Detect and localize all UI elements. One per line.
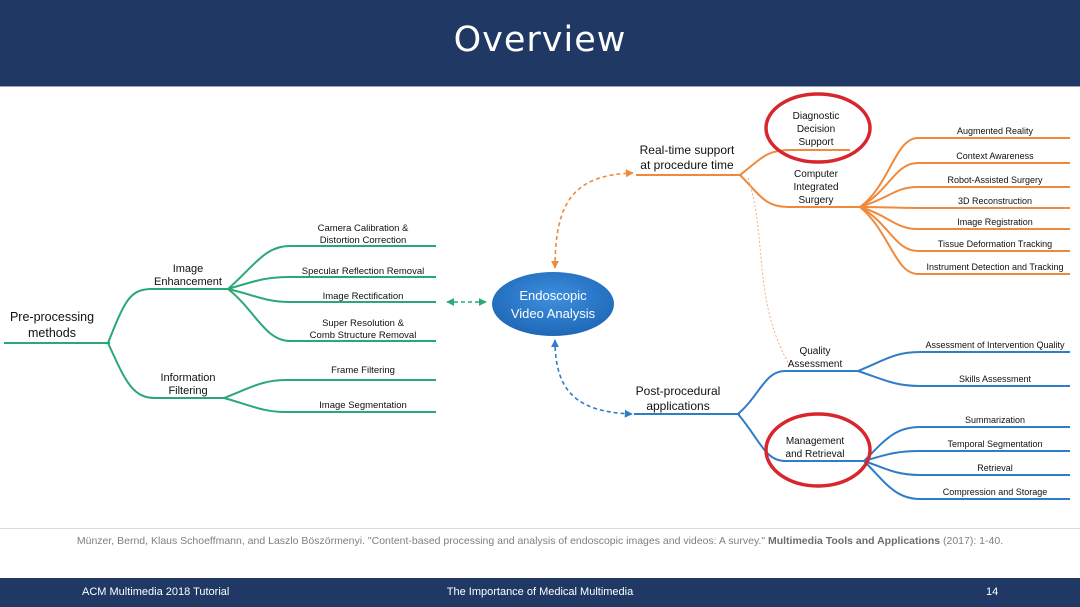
label-information-filtering-l2: Filtering xyxy=(168,385,207,397)
label-management-l1: Management xyxy=(786,436,845,447)
curve-leaf-robot xyxy=(859,186,919,208)
curve-to-quality xyxy=(737,370,786,415)
curve-leaf-retrieval xyxy=(863,460,921,476)
curve-to-management xyxy=(737,413,786,462)
curve-leaf-rectification xyxy=(227,288,291,303)
label-diagnostic-l1: Diagnostic xyxy=(793,111,840,122)
leaf-summarization: Summarization xyxy=(965,415,1025,425)
leaf-frame-filtering: Frame Filtering xyxy=(331,365,395,376)
label-postprocedural-l2: applications xyxy=(646,399,709,413)
leaf-superres-l2: Comb Structure Removal xyxy=(310,330,417,341)
leaf-image-registration: Image Registration xyxy=(957,217,1033,227)
right-bottom-branch-lines xyxy=(634,351,1070,500)
center-node-l2: Video Analysis xyxy=(511,306,596,321)
label-quality-l2: Assessment xyxy=(788,359,843,370)
label-preprocessing-l1: Pre-processing xyxy=(10,310,94,324)
leaf-rectification: Image Rectification xyxy=(323,291,404,302)
curve-leaf-frame xyxy=(223,379,287,399)
center-node-l1: Endoscopic xyxy=(519,288,587,303)
leaf-camera-l2: Distortion Correction xyxy=(320,235,407,246)
dashed-arrow-top xyxy=(551,169,634,269)
footer-left: ACM Multimedia 2018 Tutorial xyxy=(82,586,230,598)
label-preprocessing-l2: methods xyxy=(28,326,76,340)
curve-leaf-superres xyxy=(227,288,291,342)
citation-authors: Münzer, Bernd, Klaus Schoeffmann, and La… xyxy=(76,535,768,547)
highlight-circle-management xyxy=(764,412,872,488)
dotted-link-realtime-quality xyxy=(747,177,791,367)
leaf-camera-l1: Camera Calibration & xyxy=(318,223,409,234)
right-bottom-labels: Post-procedural applications Quality Ass… xyxy=(636,340,1065,497)
label-information-filtering-l1: Information xyxy=(160,372,215,384)
curve-leaf-skills xyxy=(857,370,921,387)
curve-leaf-camera xyxy=(227,245,291,290)
leaf-compression-storage: Compression and Storage xyxy=(943,487,1048,497)
label-cis-l2: Integrated xyxy=(793,182,838,193)
leaf-image-segmentation: Image Segmentation xyxy=(319,400,407,411)
curve-leaf-tissue xyxy=(859,206,919,252)
curve-leaf-registration xyxy=(859,206,919,230)
label-image-enhancement-l1: Image xyxy=(173,263,204,275)
slide-header: Overview xyxy=(0,0,1080,86)
leaf-intervention-quality: Assessment of Intervention Quality xyxy=(925,340,1065,350)
left-labels: Pre-processing methods Image Enhancement… xyxy=(10,223,424,411)
citation-tail: (2017): 1-40. xyxy=(940,535,1004,547)
leaf-augmented-reality: Augmented Reality xyxy=(957,126,1034,136)
curve-leaf-instrument xyxy=(859,206,919,275)
leaf-specular: Specular Reflection Removal xyxy=(302,266,425,277)
label-diagnostic-l3: Support xyxy=(798,137,833,148)
curve-leaf-ar xyxy=(859,137,919,208)
curve-to-diagnostic xyxy=(739,149,791,176)
dashed-arrow-bottom xyxy=(551,339,633,418)
label-image-enhancement-l2: Enhancement xyxy=(154,276,222,288)
curve-leaf-3d xyxy=(859,206,919,209)
label-cis-l1: Computer xyxy=(794,169,839,180)
leaf-retrieval: Retrieval xyxy=(977,463,1013,473)
label-realtime-l2: at procedure time xyxy=(640,158,734,172)
citation-divider xyxy=(0,528,1080,529)
center-node-ellipse xyxy=(492,272,614,336)
left-branch-lines xyxy=(4,245,436,413)
leaf-temporal-segmentation: Temporal Segmentation xyxy=(947,439,1042,449)
leaf-robot-assisted: Robot-Assisted Surgery xyxy=(947,175,1043,185)
curve-leaf-segmentation xyxy=(223,397,287,413)
label-postprocedural-l1: Post-procedural xyxy=(636,384,721,398)
curve-leaf-intervention xyxy=(857,351,921,372)
curve-to-image-enhancement xyxy=(107,288,151,344)
header-divider xyxy=(0,86,1080,87)
curve-leaf-specular xyxy=(227,276,291,290)
highlight-circle-diagnostic xyxy=(764,92,872,164)
label-diagnostic-l2: Decision xyxy=(797,124,835,135)
citation-journal: Multimedia Tools and Applications xyxy=(767,535,941,547)
curve-to-information-filtering xyxy=(107,342,156,399)
label-quality-l1: Quality xyxy=(799,346,830,357)
mind-map-diagram: Pre-processing methods Image Enhancement… xyxy=(0,88,1080,528)
leaf-context-awareness: Context Awareness xyxy=(956,151,1034,161)
leaf-tissue-deformation: Tissue Deformation Tracking xyxy=(938,239,1052,249)
leaf-3d-reconstruction: 3D Reconstruction xyxy=(958,196,1032,206)
curve-leaf-compression xyxy=(863,460,921,500)
leaf-superres-l1: Super Resolution & xyxy=(322,318,405,329)
label-management-l2: and Retrieval xyxy=(786,449,845,460)
slide-title: Overview xyxy=(453,20,627,60)
label-realtime-l1: Real-time support xyxy=(640,143,735,157)
label-cis-l3: Surgery xyxy=(798,195,833,206)
footer-center: The Importance of Medical Multimedia xyxy=(446,586,634,598)
footer-page-number: 14 xyxy=(986,586,999,598)
curve-leaf-summarization xyxy=(863,426,921,462)
curve-leaf-context xyxy=(859,162,919,208)
right-top-labels: Real-time support at procedure time Diag… xyxy=(640,111,1064,272)
leaf-instrument-detection: Instrument Detection and Tracking xyxy=(926,262,1063,272)
right-top-branch-lines xyxy=(636,137,1070,275)
leaf-skills-assessment: Skills Assessment xyxy=(959,374,1032,384)
curve-to-cis xyxy=(739,174,789,208)
mind-map-svg: Pre-processing methods Image Enhancement… xyxy=(4,92,1070,500)
slide-footer: The Importance of Medical Multimedia ACM… xyxy=(0,578,1080,607)
citation: Münzer, Bernd, Klaus Schoeffmann, and La… xyxy=(0,535,1080,547)
